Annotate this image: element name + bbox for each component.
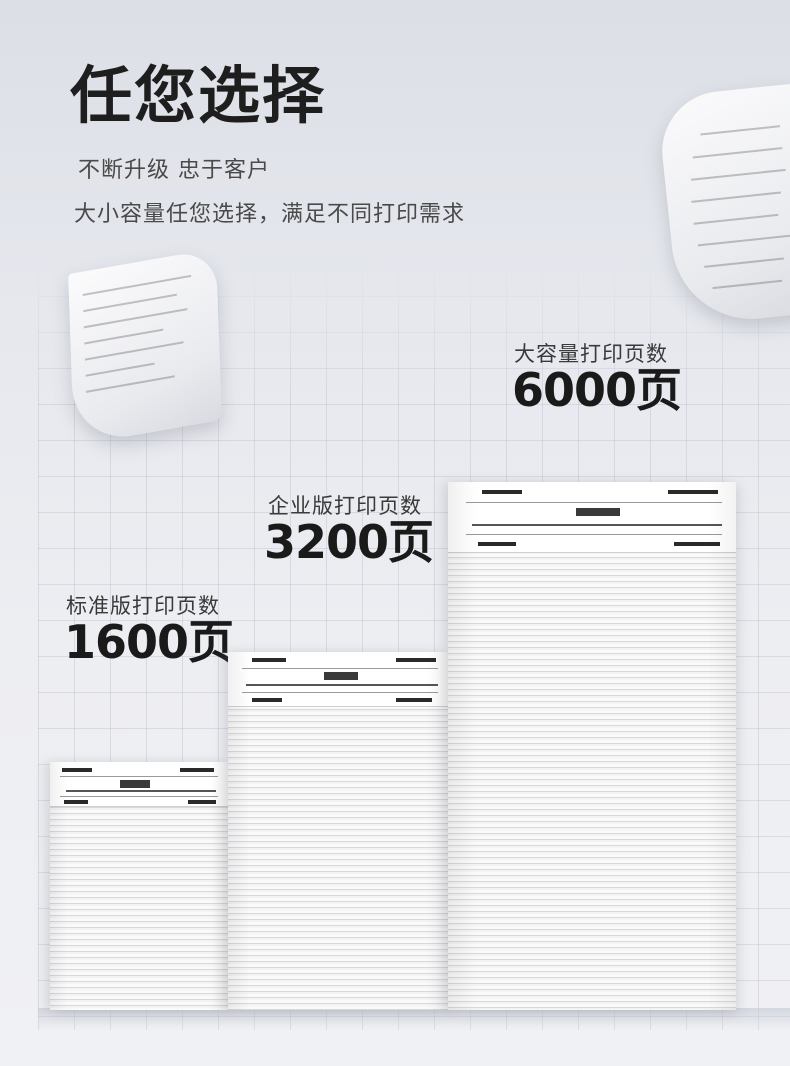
subtitle-line-2: 大小容量任您选择，满足不同打印需求 bbox=[74, 202, 466, 227]
tier-standard-value: 1600页 bbox=[64, 615, 234, 669]
paper-stack-large bbox=[448, 482, 736, 1010]
tier-large-label: 大容量打印页数 bbox=[514, 342, 668, 366]
tier-enterprise-label: 企业版打印页数 bbox=[268, 494, 422, 518]
paper-stack-enterprise-top-sheet bbox=[228, 652, 448, 707]
tier-enterprise-value: 3200页 bbox=[264, 515, 434, 569]
tier-standard-label: 标准版打印页数 bbox=[66, 594, 220, 618]
paper-stack-large-top-sheet bbox=[448, 482, 736, 553]
paper-stack-standard bbox=[50, 762, 228, 1010]
floor-shadow bbox=[38, 1008, 790, 1030]
tier-large-value: 6000页 bbox=[512, 363, 682, 417]
paper-stack-enterprise bbox=[228, 652, 448, 1010]
paper-stack-standard-top-sheet bbox=[50, 762, 228, 807]
subtitle-line-1: 不断升级 忠于客户 bbox=[78, 158, 270, 183]
page-title: 任您选择 bbox=[70, 59, 327, 132]
floating-paper-sheet-left bbox=[68, 248, 222, 446]
